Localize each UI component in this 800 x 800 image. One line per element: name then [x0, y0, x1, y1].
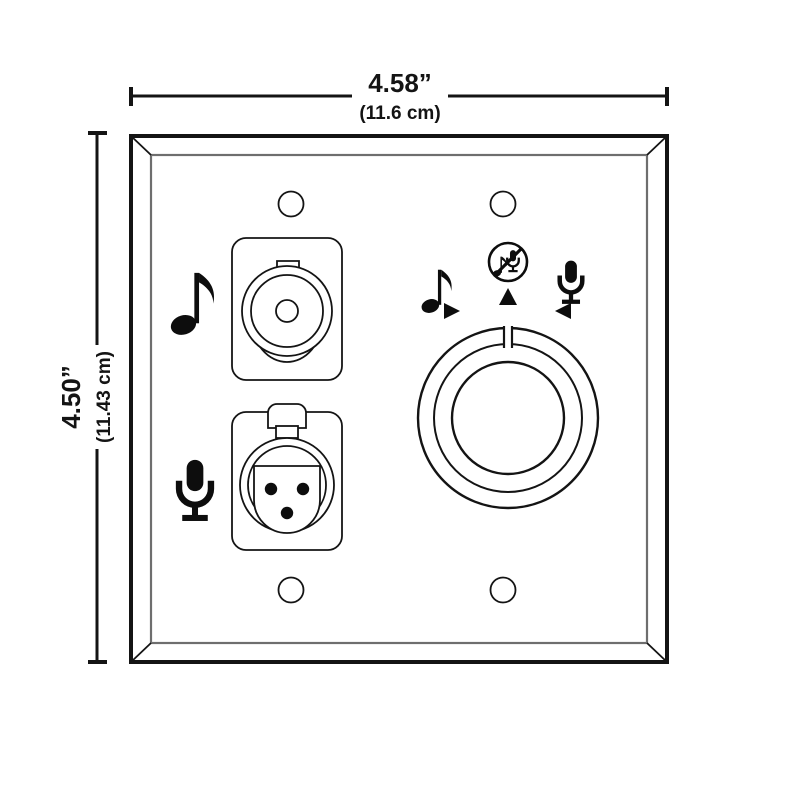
xlr-pin-1: [264, 482, 278, 496]
knob-position-microphone: [555, 260, 585, 319]
mute-slash: [493, 247, 523, 277]
rca-connector-center-pin: [275, 299, 299, 323]
height-dimension-secondary: (11.43 cm): [94, 351, 115, 443]
triangle-pointer-up-icon: [499, 288, 517, 305]
width-dimension-primary: 4.58”: [368, 68, 432, 98]
knob-position-mute: [487, 241, 529, 305]
rotary-selector-knob[interactable]: [416, 326, 600, 510]
knob-pointer-indicator: [502, 326, 514, 348]
xlr-female-connector[interactable]: [231, 403, 343, 551]
xlr-latch-tab: [267, 403, 307, 429]
screw-hole-bottom-left: [277, 576, 305, 604]
knob-position-music: [419, 269, 460, 319]
width-dimension: 4.58” (11.6 cm): [129, 68, 669, 124]
mute-music-mic-icon: [487, 241, 529, 283]
wall-plate: [129, 134, 669, 664]
screw-hole-top-left: [277, 190, 305, 218]
xlr-pin-3: [280, 506, 294, 520]
triangle-pointer-left-icon: [555, 303, 571, 319]
screw-hole-bottom-right: [489, 576, 517, 604]
xlr-insert: [253, 465, 321, 534]
height-dimension-primary: 4.50”: [56, 365, 86, 429]
knob-inner-cap: [450, 360, 566, 476]
width-dimension-secondary: (11.6 cm): [359, 103, 440, 124]
xlr-pin-2: [296, 482, 310, 496]
screw-hole-top-right: [489, 190, 517, 218]
xlr-latch-neck: [275, 425, 299, 439]
rca-coax-connector[interactable]: [231, 237, 343, 381]
height-dimension: 4.50” (11.43 cm): [56, 131, 115, 664]
plate-bevel-miters: [130, 135, 668, 663]
triangle-pointer-right-icon: [444, 303, 460, 319]
